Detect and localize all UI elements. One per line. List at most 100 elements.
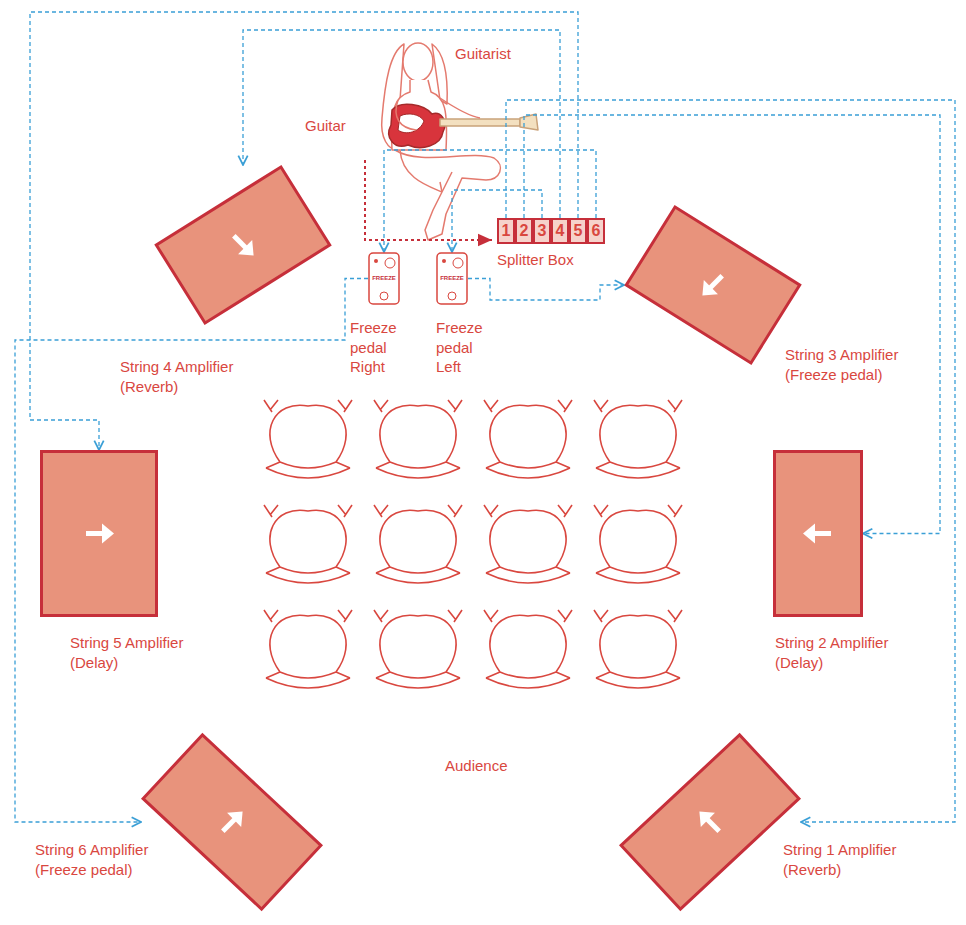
- chair-seat: [484, 610, 572, 688]
- amplifier-shape: [619, 733, 801, 911]
- arrow-head: [238, 240, 261, 263]
- amplifier: String 2 Amplifier (Delay): [773, 450, 863, 617]
- chair-shell: [600, 615, 676, 672]
- amplifier-shape: [40, 450, 158, 617]
- chair-shell: [600, 510, 676, 567]
- amplifier: String 6 Amplifier (Freeze pedal): [141, 733, 323, 911]
- chair-shell: [270, 405, 346, 462]
- node-label: String 3 Amplifier (Freeze pedal): [785, 345, 925, 384]
- guitarist-figure: [382, 43, 538, 240]
- splitter-output: 1: [497, 218, 515, 244]
- chair: [374, 400, 462, 478]
- chair-seat: [264, 505, 352, 583]
- chair: [594, 610, 682, 688]
- arm: [440, 98, 480, 118]
- pedal-knob: [453, 258, 463, 268]
- pedal-body: [369, 253, 399, 304]
- signal-cable: [384, 150, 596, 252]
- chair-shell: [380, 615, 456, 672]
- chair: [484, 400, 572, 478]
- splitter-output: 5: [569, 218, 587, 244]
- arm: [396, 100, 416, 130]
- amplifier: String 1 Amplifier (Reverb): [619, 733, 801, 911]
- chair: [594, 400, 682, 478]
- splitter-box: Splitter Box123456: [497, 218, 605, 244]
- signal-cable: [452, 190, 542, 252]
- chair-seat: [594, 400, 682, 478]
- chair: [264, 610, 352, 688]
- chair-seat: [484, 505, 572, 583]
- node-label: String 6 Amplifier (Freeze pedal): [35, 840, 175, 879]
- direction-arrow: [216, 804, 250, 838]
- headstock: [520, 114, 538, 130]
- node-label: String 4 Amplifier (Reverb): [120, 357, 265, 396]
- chair-shell: [270, 510, 346, 567]
- chair-seat: [264, 610, 352, 688]
- node-label: Freeze pedal Right: [350, 318, 405, 377]
- pedal-name: FREEZE: [436, 275, 468, 281]
- signal-cable: [468, 279, 624, 301]
- splitter-output: 3: [533, 218, 551, 244]
- guitar-neck: [440, 119, 520, 126]
- amplifier-cabinet: [143, 735, 321, 909]
- chair-seat: [374, 610, 462, 688]
- chair-shell: [490, 615, 566, 672]
- amplifier-shape: [141, 733, 323, 911]
- head: [403, 43, 433, 81]
- freeze-pedal: FREEZEFreeze pedal Left: [436, 252, 468, 305]
- direction-arrow: [86, 524, 114, 544]
- splitter-output: 2: [515, 218, 533, 244]
- chair: [594, 505, 682, 583]
- leg: [400, 150, 442, 192]
- chair: [264, 505, 352, 583]
- chair: [264, 400, 352, 478]
- pedal-name: FREEZE: [368, 275, 400, 281]
- chair-shell: [600, 405, 676, 462]
- chair-seat: [484, 400, 572, 478]
- chair: [484, 610, 572, 688]
- signal-cable: [15, 279, 368, 823]
- amplifier-cabinet: [621, 735, 799, 909]
- amplifier-cabinet: [156, 167, 329, 323]
- signal-cable: [30, 12, 578, 450]
- direction-arrow: [803, 524, 831, 544]
- direction-arrow: [692, 804, 726, 838]
- chair-shell: [490, 510, 566, 567]
- chair-seat: [594, 505, 682, 583]
- splitter-output: 4: [551, 218, 569, 244]
- signal-cable: [506, 100, 955, 822]
- output-number: 5: [571, 220, 585, 242]
- leg: [395, 150, 500, 240]
- amplifier: String 3 Amplifier (Freeze pedal): [624, 205, 802, 365]
- amplifier: String 4 Amplifier (Reverb): [154, 165, 332, 325]
- freeze-pedal: FREEZEFreeze pedal Right: [368, 252, 400, 305]
- pedal-footswitch: [448, 292, 456, 300]
- guitar-body: [389, 104, 445, 147]
- chair: [374, 610, 462, 688]
- arrow-head: [695, 280, 718, 303]
- chair-shell: [270, 615, 346, 672]
- amplifier-cabinet: [626, 207, 799, 363]
- figure-label: Guitarist: [455, 44, 545, 64]
- output-number: 4: [553, 220, 567, 242]
- chair-seat: [264, 400, 352, 478]
- arrow-head: [803, 524, 815, 544]
- output-number: 1: [499, 220, 513, 242]
- figure-label: Audience: [445, 756, 545, 776]
- amplifier: String 5 Amplifier (Delay): [40, 450, 158, 617]
- chair: [374, 505, 462, 583]
- chair-shell: [380, 510, 456, 567]
- node-label: String 1 Amplifier (Reverb): [783, 840, 923, 879]
- output-number: 3: [535, 220, 549, 242]
- node-label: Freeze pedal Left: [436, 318, 491, 377]
- pedal-footswitch: [380, 292, 388, 300]
- pedal-led: [374, 259, 378, 263]
- signal-cable: [524, 115, 940, 534]
- arrow-head: [227, 804, 250, 827]
- node-label: Splitter Box: [497, 250, 607, 270]
- output-number: 6: [589, 220, 603, 242]
- amplifier-cabinet: [775, 452, 862, 616]
- pedal-led: [442, 259, 446, 263]
